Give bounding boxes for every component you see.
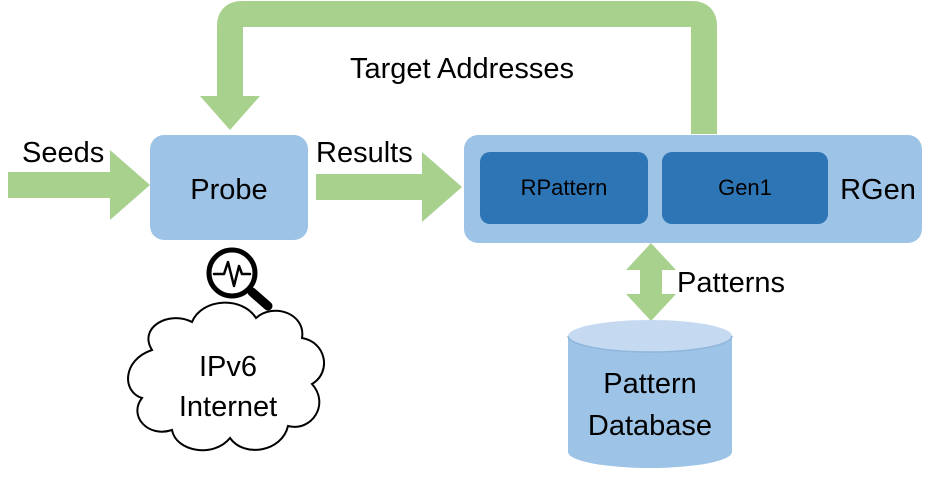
rpattern-label: RPattern — [521, 175, 608, 200]
gen1-module — [662, 152, 828, 224]
patterns-arrow — [626, 243, 676, 321]
internet-label-line2: Internet — [179, 391, 277, 423]
database-label-line1: Pattern — [603, 368, 697, 400]
probe-box — [150, 135, 308, 240]
internet-label-line1: IPv6 — [199, 351, 257, 383]
patterns-label: Patterns — [677, 267, 785, 299]
database-label-line2: Database — [588, 410, 712, 442]
magnifier-pulse-icon — [206, 247, 273, 311]
target-addresses-label: Target Addresses — [350, 53, 574, 85]
gen1-label: Gen1 — [718, 175, 772, 200]
target-addresses-arrow — [200, 1, 717, 134]
internet-cloud — [127, 301, 325, 452]
seeds-label: Seeds — [22, 137, 104, 169]
probe-label: Probe — [190, 174, 267, 206]
pattern-database-cylinder — [567, 320, 733, 468]
results-arrow — [316, 152, 462, 222]
rpattern-module — [480, 152, 648, 224]
seeds-arrow — [8, 150, 150, 220]
results-label: Results — [316, 137, 413, 169]
rgen-label: RGen — [840, 174, 916, 206]
